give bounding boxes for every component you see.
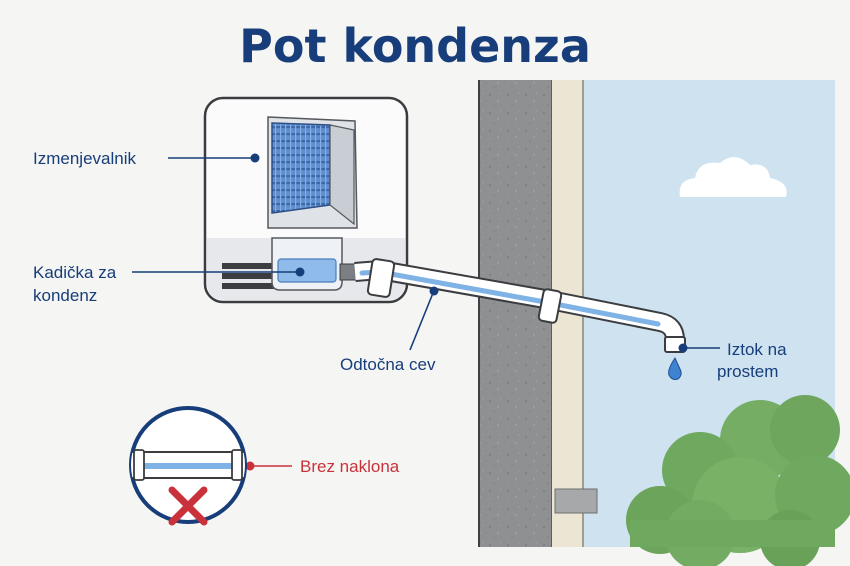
label-no-slope: Brez naklona: [300, 457, 400, 476]
indoor-unit: [203, 96, 409, 304]
heat-exchanger: [271, 122, 331, 214]
label-outlet-line2: prostem: [717, 362, 778, 381]
label-condensate-tray-line2: kondenz: [33, 286, 97, 305]
label-condensate-tray-line1: Kadička za: [33, 263, 117, 282]
label-outlet-line1: Iztok na: [727, 340, 787, 359]
water-drop-icon: [668, 356, 682, 380]
wall-bracket: [554, 488, 598, 514]
leader-lines: [132, 153, 720, 471]
tree-foliage: [626, 395, 850, 566]
condensate-tray: [277, 258, 337, 283]
cross-icon: [168, 486, 208, 526]
page-title: Pot kondenza: [239, 19, 591, 73]
no-slope-inset: [129, 406, 247, 526]
air-vent-grille: [222, 263, 282, 289]
cloud-icon: [679, 156, 787, 197]
label-heat-exchanger: Izmenjevalnik: [33, 149, 136, 168]
label-drain-pipe: Odtočna cev: [340, 355, 436, 374]
drain-pipe: [354, 258, 686, 353]
